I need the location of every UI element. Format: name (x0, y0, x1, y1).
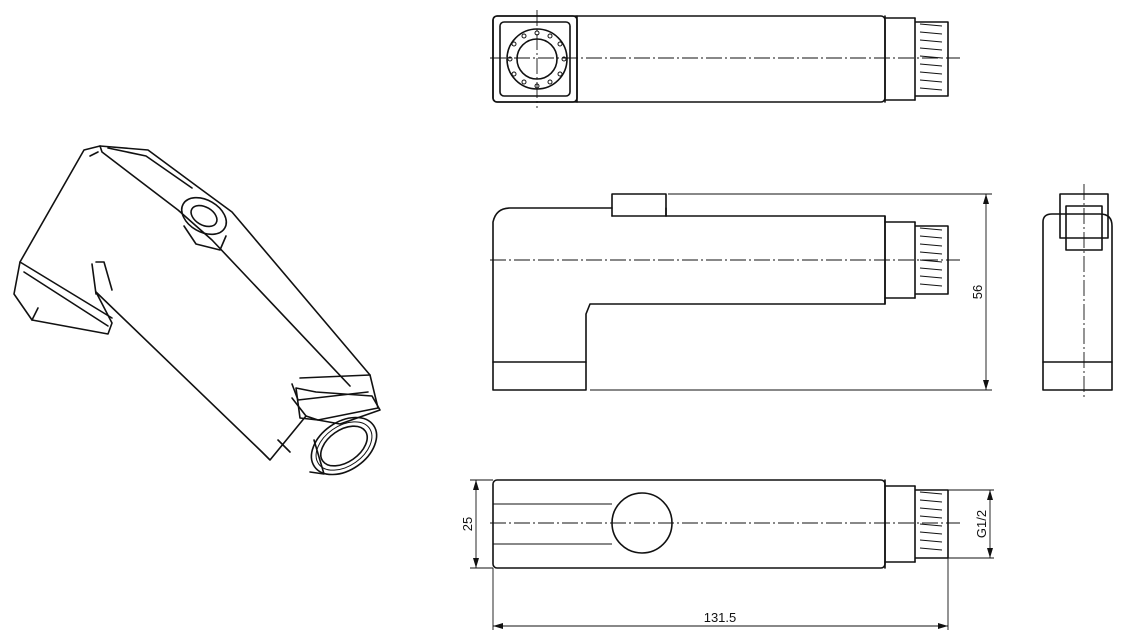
dimension-thread-label: G1/2 (974, 510, 989, 538)
isometric-view (13, 145, 381, 476)
side-view (490, 193, 992, 391)
top-view (490, 10, 960, 108)
bottom-view (470, 479, 994, 630)
dimension-length-label: 131.5 (704, 610, 737, 625)
dimension-width-label: 25 (460, 517, 475, 531)
dimension-height-label: 56 (970, 285, 985, 299)
end-view (1042, 184, 1113, 398)
